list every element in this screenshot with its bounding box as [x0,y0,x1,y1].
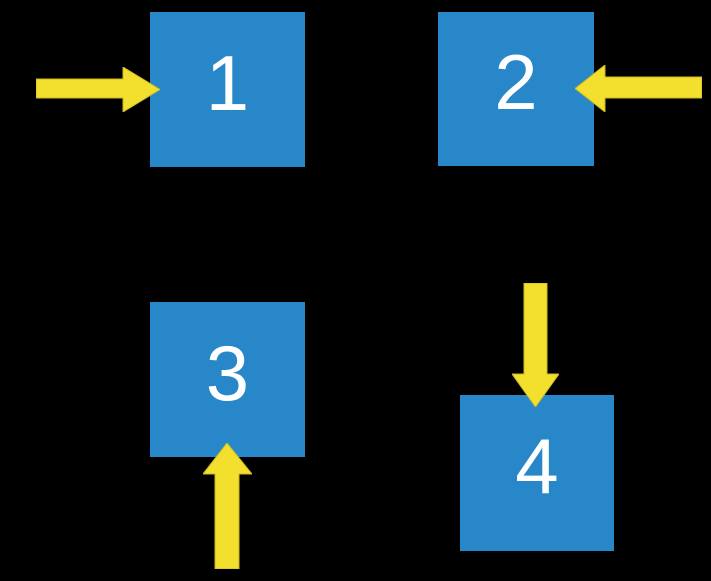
numbered-square-2[interactable]: 2 [438,12,594,166]
arrow-up-icon [203,443,252,569]
square-2-label: 2 [494,38,538,126]
numbered-square-1[interactable]: 1 [150,12,305,167]
arrow-left-icon [575,65,702,112]
arrow-down-icon [512,283,559,407]
numbered-square-4[interactable]: 4 [460,395,614,551]
numbered-square-3[interactable]: 3 [150,302,305,457]
square-3-label: 3 [205,328,250,417]
square-4-label: 4 [515,422,559,510]
arrow-right-icon [36,67,160,112]
square-1-label: 1 [205,38,250,127]
